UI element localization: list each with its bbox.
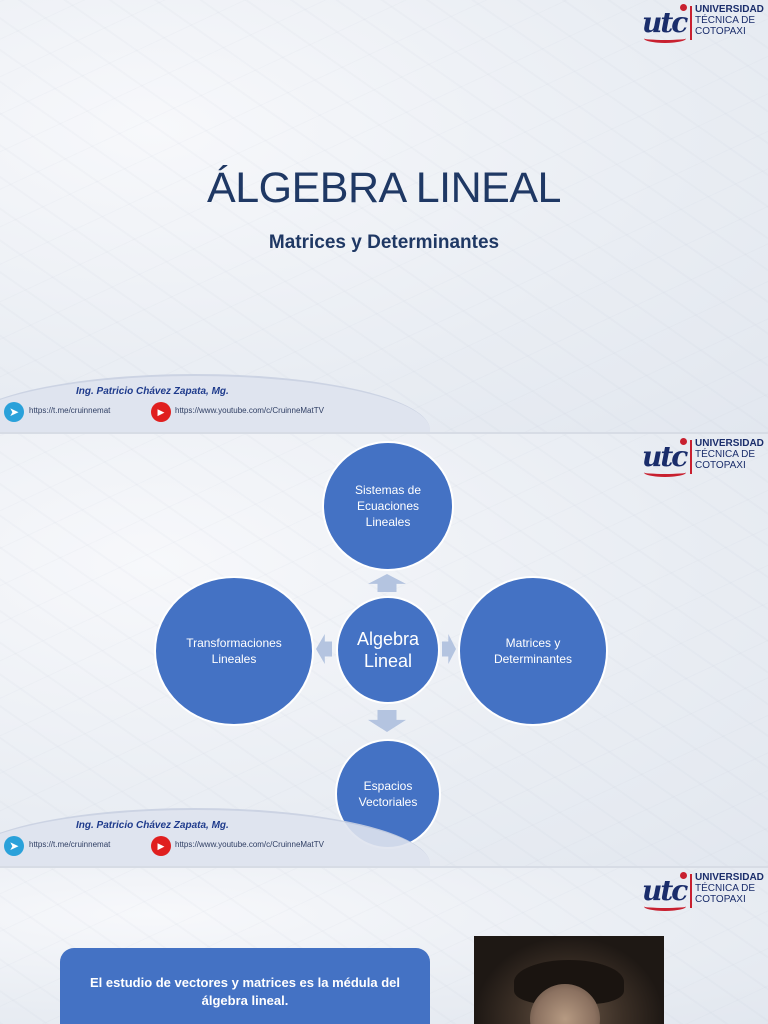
node-matrices-determinantes: Matrices y Determinantes — [458, 576, 608, 726]
utc-logo-mark: utc — [642, 870, 690, 914]
youtube-link[interactable]: https://www.youtube.com/c/CruinneMatTV — [175, 406, 324, 415]
portrait-image — [474, 936, 664, 1024]
arrow-right-icon — [442, 634, 456, 664]
telegram-link[interactable]: https://t.me/cruinnemat — [29, 406, 111, 415]
author-name: Ing. Patricio Chávez Zapata, Mg. — [76, 820, 229, 831]
youtube-link[interactable]: https://www.youtube.com/c/CruinneMatTV — [175, 840, 324, 849]
slide-footer: Ing. Patricio Chávez Zapata, Mg. ➤ https… — [0, 374, 430, 432]
youtube-icon: ▶ — [151, 836, 171, 856]
slide-footer: Ing. Patricio Chávez Zapata, Mg. ➤ https… — [0, 808, 430, 866]
telegram-icon: ➤ — [4, 836, 24, 856]
slide-title-text: ÁLGEBRA LINEAL — [207, 164, 561, 212]
arrow-up-icon — [368, 574, 406, 592]
utc-logo-mark: utc — [642, 436, 690, 480]
utc-logo-mark: utc — [642, 2, 690, 46]
node-transformaciones-lineales: Transformaciones Lineales — [154, 576, 314, 726]
youtube-icon: ▶ — [151, 402, 171, 422]
intro-textbox: El estudio de vectores y matrices es la … — [60, 948, 430, 1024]
arrow-down-icon — [368, 710, 406, 732]
telegram-icon: ➤ — [4, 402, 24, 422]
slide-subtitle: Matrices y Determinantes — [268, 232, 500, 253]
arrow-left-icon — [316, 634, 332, 664]
node-sistemas-ecuaciones: Sistemas de Ecuaciones Lineales — [322, 441, 454, 571]
node-algebra-lineal: Algebra Lineal — [336, 596, 440, 704]
author-name: Ing. Patricio Chávez Zapata, Mg. — [76, 386, 229, 397]
telegram-link[interactable]: https://t.me/cruinnemat — [29, 840, 111, 849]
